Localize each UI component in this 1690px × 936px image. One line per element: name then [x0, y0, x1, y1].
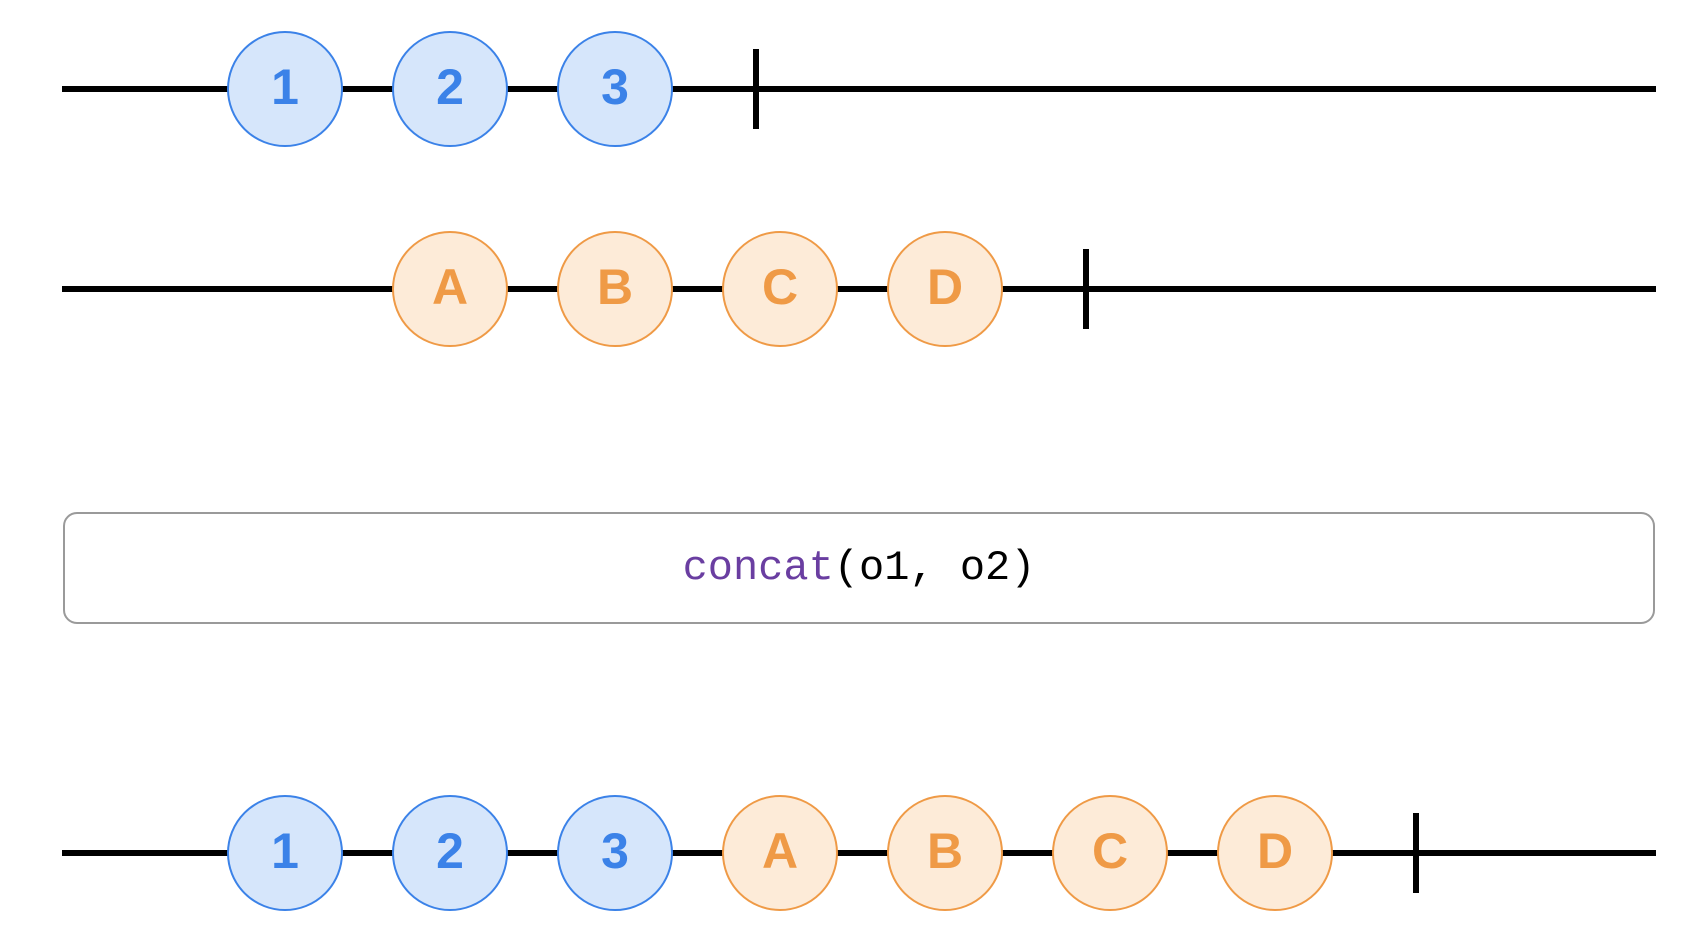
marble-circle — [227, 31, 343, 147]
operator-args: (o1, o2) — [833, 544, 1036, 592]
marble-label: 2 — [436, 59, 464, 115]
timeline-source-o1: 1 2 3 — [62, 31, 1656, 147]
marble-circle — [557, 231, 673, 347]
marble-1: 1 — [227, 795, 343, 911]
marble-d: D — [1217, 795, 1333, 911]
marble-circle — [722, 231, 838, 347]
marble-circle — [557, 31, 673, 147]
marble-label: 1 — [271, 59, 299, 115]
marble-d: D — [887, 231, 1003, 347]
marble-c: C — [722, 231, 838, 347]
marble-circle — [557, 795, 673, 911]
marble-label: B — [927, 823, 963, 879]
marble-3: 3 — [557, 795, 673, 911]
marble-circle — [1217, 795, 1333, 911]
marble-label: 2 — [436, 823, 464, 879]
marble-circle — [392, 231, 508, 347]
marble-label: C — [762, 259, 798, 315]
marble-circle — [392, 31, 508, 147]
marble-label: 3 — [601, 59, 629, 115]
marble-label: D — [1257, 823, 1293, 879]
marble-label: C — [1092, 823, 1128, 879]
marble-1: 1 — [227, 31, 343, 147]
marble-b: B — [887, 795, 1003, 911]
marble-2: 2 — [392, 31, 508, 147]
marble-2: 2 — [392, 795, 508, 911]
marble-circle — [392, 795, 508, 911]
marble-c: C — [1052, 795, 1168, 911]
marble-circle — [1052, 795, 1168, 911]
marble-circle — [887, 795, 1003, 911]
marble-a: A — [392, 231, 508, 347]
marble-a: A — [722, 795, 838, 911]
marble-label: 3 — [601, 823, 629, 879]
timeline-source-o2: A B C D — [62, 231, 1656, 347]
marble-circle — [887, 231, 1003, 347]
marble-b: B — [557, 231, 673, 347]
operator-name: concat — [682, 544, 834, 592]
marble-label: A — [762, 823, 798, 879]
marble-circle — [227, 795, 343, 911]
timeline-output: 1 2 3 A B C D — [62, 795, 1656, 911]
marble-label: 1 — [271, 823, 299, 879]
marble-3: 3 — [557, 31, 673, 147]
marble-label: A — [432, 259, 468, 315]
operator-box: concat(o1, o2) — [63, 512, 1655, 624]
marble-label: D — [927, 259, 963, 315]
marble-label: B — [597, 259, 633, 315]
marble-circle — [722, 795, 838, 911]
